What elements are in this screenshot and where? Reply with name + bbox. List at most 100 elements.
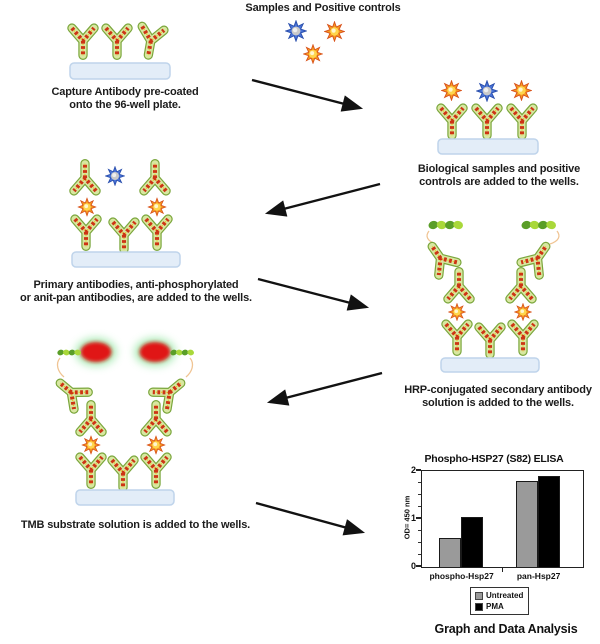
blue-starburst-antigen-icon — [476, 80, 498, 102]
step2-samples-added-art — [437, 80, 539, 155]
step3-primary-art — [71, 164, 181, 268]
step1-capture-art — [69, 26, 171, 80]
capture-antibody-icon — [511, 108, 533, 135]
well-plate — [437, 138, 539, 155]
capture-antibody-icon — [476, 108, 498, 135]
caption-line: onto the 96-well plate. — [69, 99, 181, 111]
capture-antibody-icon — [112, 460, 134, 487]
bar-pan-Hsp27-Untreated — [516, 480, 538, 567]
x-axis-mid-tick — [501, 568, 503, 572]
arrow-step4-to-step5 — [266, 371, 383, 406]
arrow-step1-to-step2 — [251, 78, 364, 112]
capture-antibody-icon — [80, 457, 102, 484]
x-category-label: phospho-Hsp27 — [429, 571, 494, 581]
step4-hrp-art — [423, 219, 559, 373]
capture-antibody-icon — [479, 327, 501, 354]
y-minor-tick-mark — [417, 493, 421, 495]
caption-line: TMB substrate solution is added to the w… — [20, 519, 251, 531]
capture-antibody-icon — [146, 219, 168, 246]
chart-title: Phospho-HSP27 (S82) ELISA — [424, 453, 564, 465]
caption-line: controls are added to the wells. — [419, 176, 579, 188]
orange-starburst-antigen-icon — [511, 80, 532, 101]
hrp-helix-icon — [428, 219, 463, 231]
secondary-antibody-icon — [521, 240, 555, 275]
capture-antibody-icon — [512, 324, 534, 351]
legend-item: PMA — [475, 602, 523, 611]
step3-caption: Primary antibodies, anti-phosphorylated … — [0, 279, 272, 305]
well-plate — [75, 489, 175, 506]
orange-starburst-antigen-icon — [448, 303, 466, 321]
primary-antibody-icon — [80, 405, 102, 432]
legend-item: Untreated — [475, 591, 523, 600]
primary-antibody-icon — [144, 164, 166, 191]
primary-antibody-icon — [510, 272, 532, 299]
y-tick-mark — [415, 469, 421, 471]
caption-line: solution is added to the wells. — [422, 397, 574, 409]
blue-starburst-antigen-icon — [285, 20, 307, 42]
well-plate — [69, 62, 171, 80]
y-tick-mark — [415, 565, 421, 567]
analysis-caption: Graph and Data Analysis — [434, 622, 578, 636]
y-minor-tick-mark — [417, 553, 421, 555]
capture-antibody-icon — [72, 28, 94, 55]
chart-plot-area — [421, 470, 584, 568]
legend-swatch — [475, 591, 483, 600]
y-minor-tick-mark — [417, 481, 421, 483]
capture-antibody-icon — [106, 28, 128, 55]
caption-line: Primary antibodies, anti-phosphorylated — [33, 279, 239, 291]
elisa-results-chart: Phospho-HSP27 (S82) ELISA OD= 450 nm Unt… — [388, 443, 600, 644]
y-minor-tick-mark — [417, 541, 421, 543]
secondary-antibody-icon — [423, 240, 457, 275]
tmb-signal-glow-icon — [76, 338, 116, 366]
step2-caption: Biological samples and positive controls… — [400, 163, 598, 189]
caption-line: Capture Antibody pre-coated — [51, 86, 199, 98]
orange-starburst-antigen-icon — [514, 303, 532, 321]
y-minor-tick-mark — [417, 529, 421, 531]
bar-phospho-Hsp27-PMA — [461, 516, 483, 567]
y-tick-mark — [415, 517, 421, 519]
capture-antibody-icon — [75, 219, 97, 246]
samples-art — [285, 20, 345, 64]
hrp-linker — [56, 357, 65, 378]
orange-starburst-antigen-icon — [147, 197, 167, 217]
caption-line: Biological samples and positive — [417, 163, 581, 175]
primary-antibody-icon — [448, 272, 470, 299]
bar-phospho-Hsp27-Untreated — [439, 538, 461, 567]
capture-antibody-icon — [441, 108, 463, 135]
arrow-step5-to-step6 — [255, 501, 366, 536]
step5-tmb-art — [53, 338, 194, 506]
orange-starburst-antigen-icon — [324, 21, 345, 42]
arrow-step2-to-step3 — [264, 182, 381, 217]
step1-caption: Capture Antibody pre-coated onto the 96-… — [25, 86, 225, 112]
orange-starburst-antigen-icon — [81, 435, 101, 455]
orange-starburst-antigen-icon — [303, 44, 323, 64]
legend-label: Untreated — [486, 591, 524, 600]
capture-antibody-icon — [446, 324, 468, 351]
well-plate — [440, 357, 540, 373]
hrp-helix-icon — [170, 348, 194, 357]
y-tick-label: 2 — [410, 464, 416, 475]
secondary-antibody-icon — [53, 375, 88, 409]
y-tick-label: 1 — [410, 512, 416, 523]
primary-antibody-icon — [74, 164, 96, 191]
samples-header: Samples and Positive controls — [245, 2, 401, 14]
step5-caption: TMB substrate solution is added to the w… — [3, 519, 268, 532]
hrp-helix-icon — [57, 348, 81, 357]
hrp-helix-icon — [521, 219, 556, 231]
hrp-linker — [185, 357, 194, 378]
orange-starburst-antigen-icon — [146, 435, 166, 455]
y-minor-tick-mark — [417, 505, 421, 507]
arrow-step3-to-step4 — [257, 277, 370, 311]
capture-antibody-icon — [137, 26, 163, 57]
tmb-signal-glow-icon — [135, 338, 175, 366]
capture-antibody-icon — [113, 222, 135, 249]
y-tick-label: 0 — [410, 560, 416, 571]
well-plate — [71, 251, 181, 268]
legend-swatch — [475, 602, 483, 611]
caption-line: HRP-conjugated secondary antibody — [404, 384, 592, 396]
orange-starburst-antigen-icon — [441, 80, 462, 101]
caption-line: or anit-pan antibodies, are added to the… — [20, 292, 252, 304]
